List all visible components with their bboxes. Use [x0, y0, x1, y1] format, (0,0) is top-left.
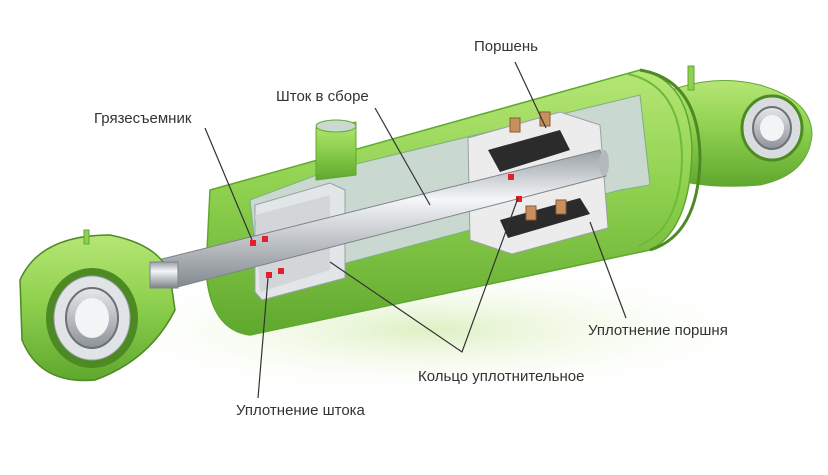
seal-markers — [250, 174, 522, 278]
label-piston: Поршень — [474, 38, 538, 55]
leader-wiper — [204, 127, 253, 241]
leader-sealing-ring — [329, 197, 519, 353]
label-sealing-ring: Кольцо уплотнительное — [418, 368, 585, 385]
leader-lines — [204, 61, 627, 399]
label-piston-seal: Уплотнение поршня — [588, 322, 728, 339]
leader-rod-seal — [257, 277, 269, 399]
label-wiper: Грязесъемник — [94, 110, 192, 127]
label-rod-assembly: Шток в сборе — [276, 88, 369, 105]
leader-piston-seal — [589, 221, 627, 319]
leader-piston — [514, 61, 547, 129]
front-rod-eye — [19, 229, 179, 382]
label-rod-seal: Уплотнение штока — [236, 402, 365, 419]
leader-rod-assembly — [374, 107, 431, 206]
